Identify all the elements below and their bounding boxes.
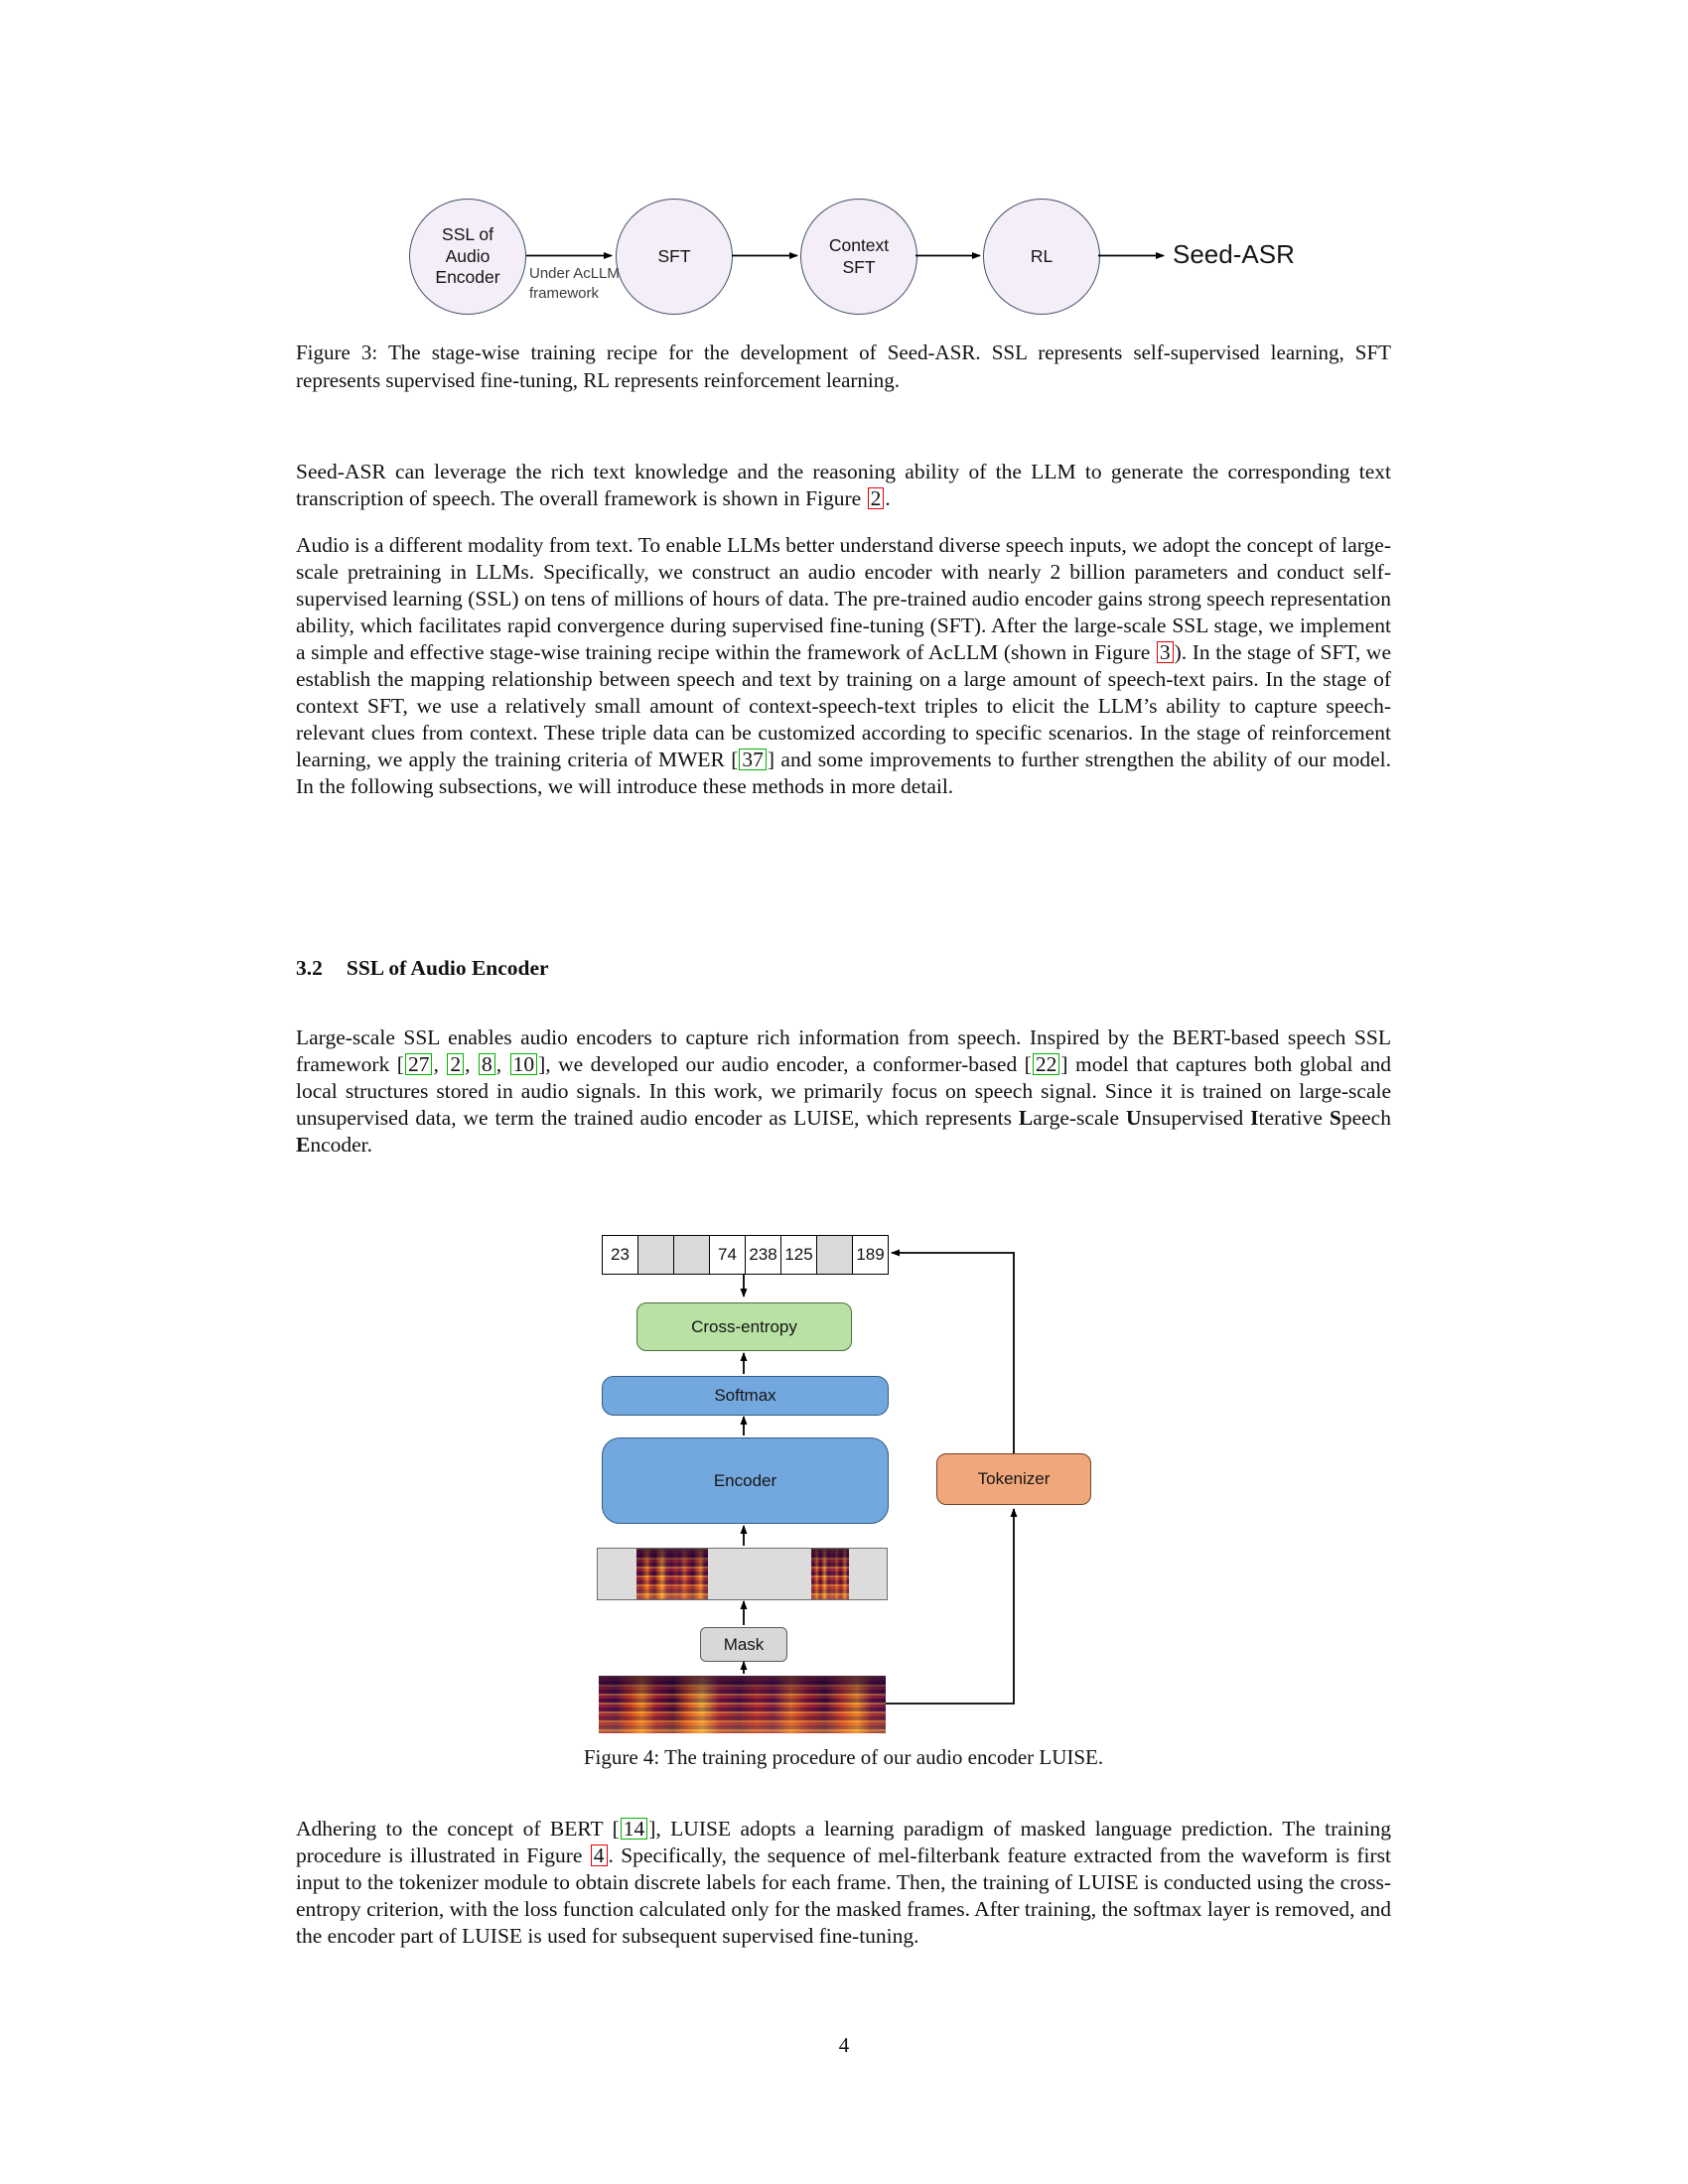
paragraph-training-recipe: Audio is a different modality from text.… [296,533,1391,798]
token-cell: 74 [710,1236,746,1274]
paragraph-overview: Seed-ASR can leverage the rich text know… [296,460,1391,510]
citation-link[interactable]: 10 [509,1053,538,1075]
line-spectrogram-to-tokenizer [886,1508,1018,1705]
page-number: 4 [838,2033,850,2057]
unmasked-spectrogram-patch [811,1549,850,1599]
token-cell: 238 [746,1236,781,1274]
citation-link[interactable]: 8 [478,1053,495,1075]
mask-box: Mask [700,1627,787,1662]
figure-reference-link[interactable]: 2 [867,487,885,509]
paragraph-luise: Large-scale SSL enables audio encoders t… [296,1025,1392,1157]
cross-entropy-box: Cross-entropy [636,1302,852,1351]
line-tokenizer-to-tokens [891,1249,1015,1453]
bold-text: U [1125,1106,1142,1130]
citation-link[interactable]: 27 [404,1053,433,1075]
paragraph-bert-training: Adhering to the concept of BERT [14], LU… [296,1817,1392,1948]
token-cell: 189 [856,1245,885,1264]
figure3-node-rl: RL [983,199,1100,315]
section-heading: 3.2 SSL of Audio Encoder [296,956,1391,981]
section-number: 3.2 [296,956,323,980]
token-cell-masked [817,1236,853,1274]
bold-text: E [296,1133,311,1157]
citation-link[interactable]: 2 [447,1053,465,1075]
token-sequence-row: 23 74 238 125 189 [602,1235,889,1275]
input-spectrogram [599,1676,886,1733]
token-cell: 23 [603,1236,638,1274]
figure3-node-sft: SFT [616,199,733,315]
token-cell-masked [638,1236,674,1274]
figure3-caption: Figure 3: The stage-wise training recipe… [296,341,1391,392]
citation-link[interactable]: 22 [1032,1053,1060,1075]
unmasked-spectrogram-patch [636,1549,708,1599]
bold-text: S [1329,1106,1341,1130]
figure-reference-link[interactable]: 4 [590,1844,608,1866]
token-cell: 125 [781,1236,817,1274]
figure3-arrow-annotation: Under AcLLM framework [529,265,620,303]
figure4-caption: Figure 4: The training procedure of our … [583,1745,1104,1769]
figure3-node-context-sft: Context SFT [800,199,917,315]
token-cell-masked [674,1236,710,1274]
masked-features-strip [597,1548,888,1600]
softmax-box: Softmax [602,1376,889,1416]
tokenizer-box: Tokenizer [936,1453,1091,1505]
bold-text: L [1018,1106,1034,1130]
figure3-node-ssl-audio-encoder: SSL of Audio Encoder [409,199,526,315]
citation-link[interactable]: 37 [739,749,767,770]
figure3-output-label: Seed-ASR [1173,239,1295,269]
section-title: SSL of Audio Encoder [346,956,549,980]
citation-link[interactable]: 14 [620,1818,648,1840]
encoder-box: Encoder [602,1437,889,1524]
figure-reference-link[interactable]: 3 [1156,641,1174,663]
bold-text: I [1250,1106,1259,1130]
